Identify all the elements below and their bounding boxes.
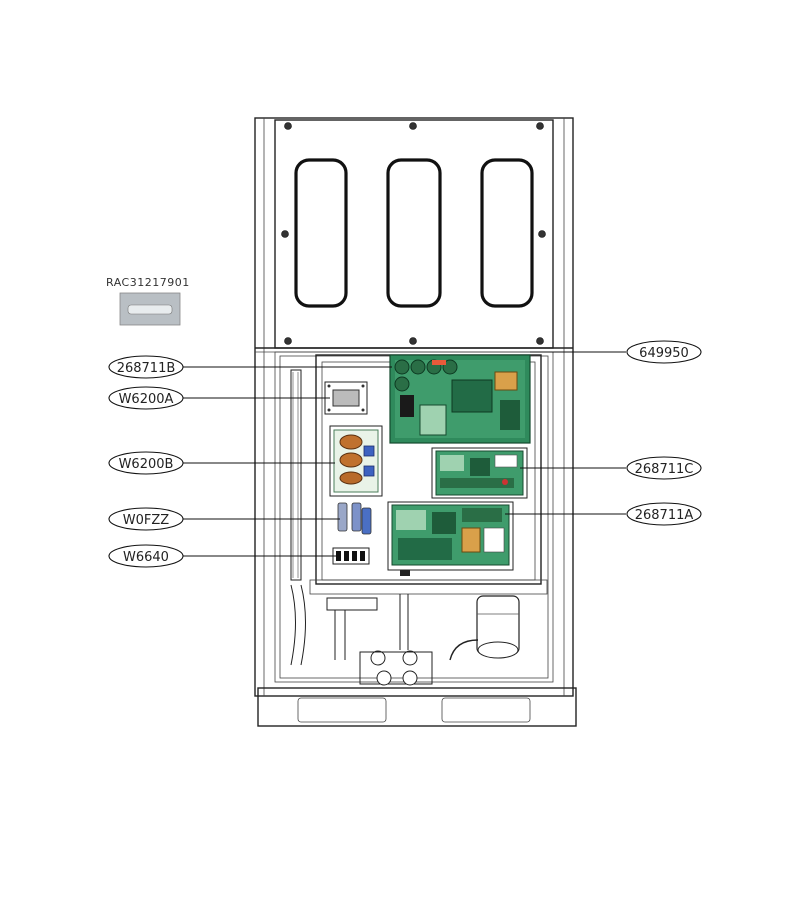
- callout-label: W0FZZ: [123, 513, 170, 528]
- callout-label: 268711B: [117, 361, 176, 376]
- fuse-holders: [337, 502, 372, 535]
- callout-label: 649950: [639, 346, 689, 361]
- base: [257, 687, 577, 727]
- accessory-part-number: RAC31217901: [106, 276, 190, 289]
- sub-pcb: [431, 447, 528, 499]
- callout-label: W6200B: [119, 457, 174, 472]
- inverter-pcb: [389, 354, 531, 444]
- callout-w6640: W6640: [108, 544, 337, 568]
- heat-exchanger-tubes: [290, 369, 306, 666]
- callout-268711a: 268711A: [505, 502, 702, 526]
- top-panel-bolts: [281, 122, 546, 345]
- base-frame: [257, 687, 577, 727]
- noise-filter-board: [329, 425, 383, 497]
- callout-label: W6640: [123, 550, 169, 565]
- callout-w6200b: W6200B: [108, 451, 335, 475]
- main-pcb: [387, 501, 514, 576]
- fan-port-right: [480, 158, 534, 308]
- fan-port-left: [294, 158, 348, 308]
- callout-w6200a: W6200A: [108, 386, 330, 410]
- terminal-block: [332, 547, 370, 565]
- callout-268711c: 268711C: [520, 456, 702, 480]
- sealant-tube-icon: [127, 304, 173, 315]
- callout-label: W6200A: [119, 392, 174, 407]
- accessory: RAC31217901: [106, 276, 190, 326]
- outdoor-unit: [254, 117, 577, 727]
- cabinet-frame: [254, 117, 574, 697]
- callout-268711b: 268711B: [108, 355, 392, 379]
- callout-label: 268711C: [635, 462, 694, 477]
- callout-label: 268711A: [635, 508, 694, 523]
- fan-port-center: [386, 158, 442, 308]
- callout-649950: 649950: [530, 340, 702, 364]
- reactor: [324, 381, 368, 415]
- callout-w0fzz: W0FZZ: [108, 507, 340, 531]
- compressor-assembly: [326, 594, 520, 686]
